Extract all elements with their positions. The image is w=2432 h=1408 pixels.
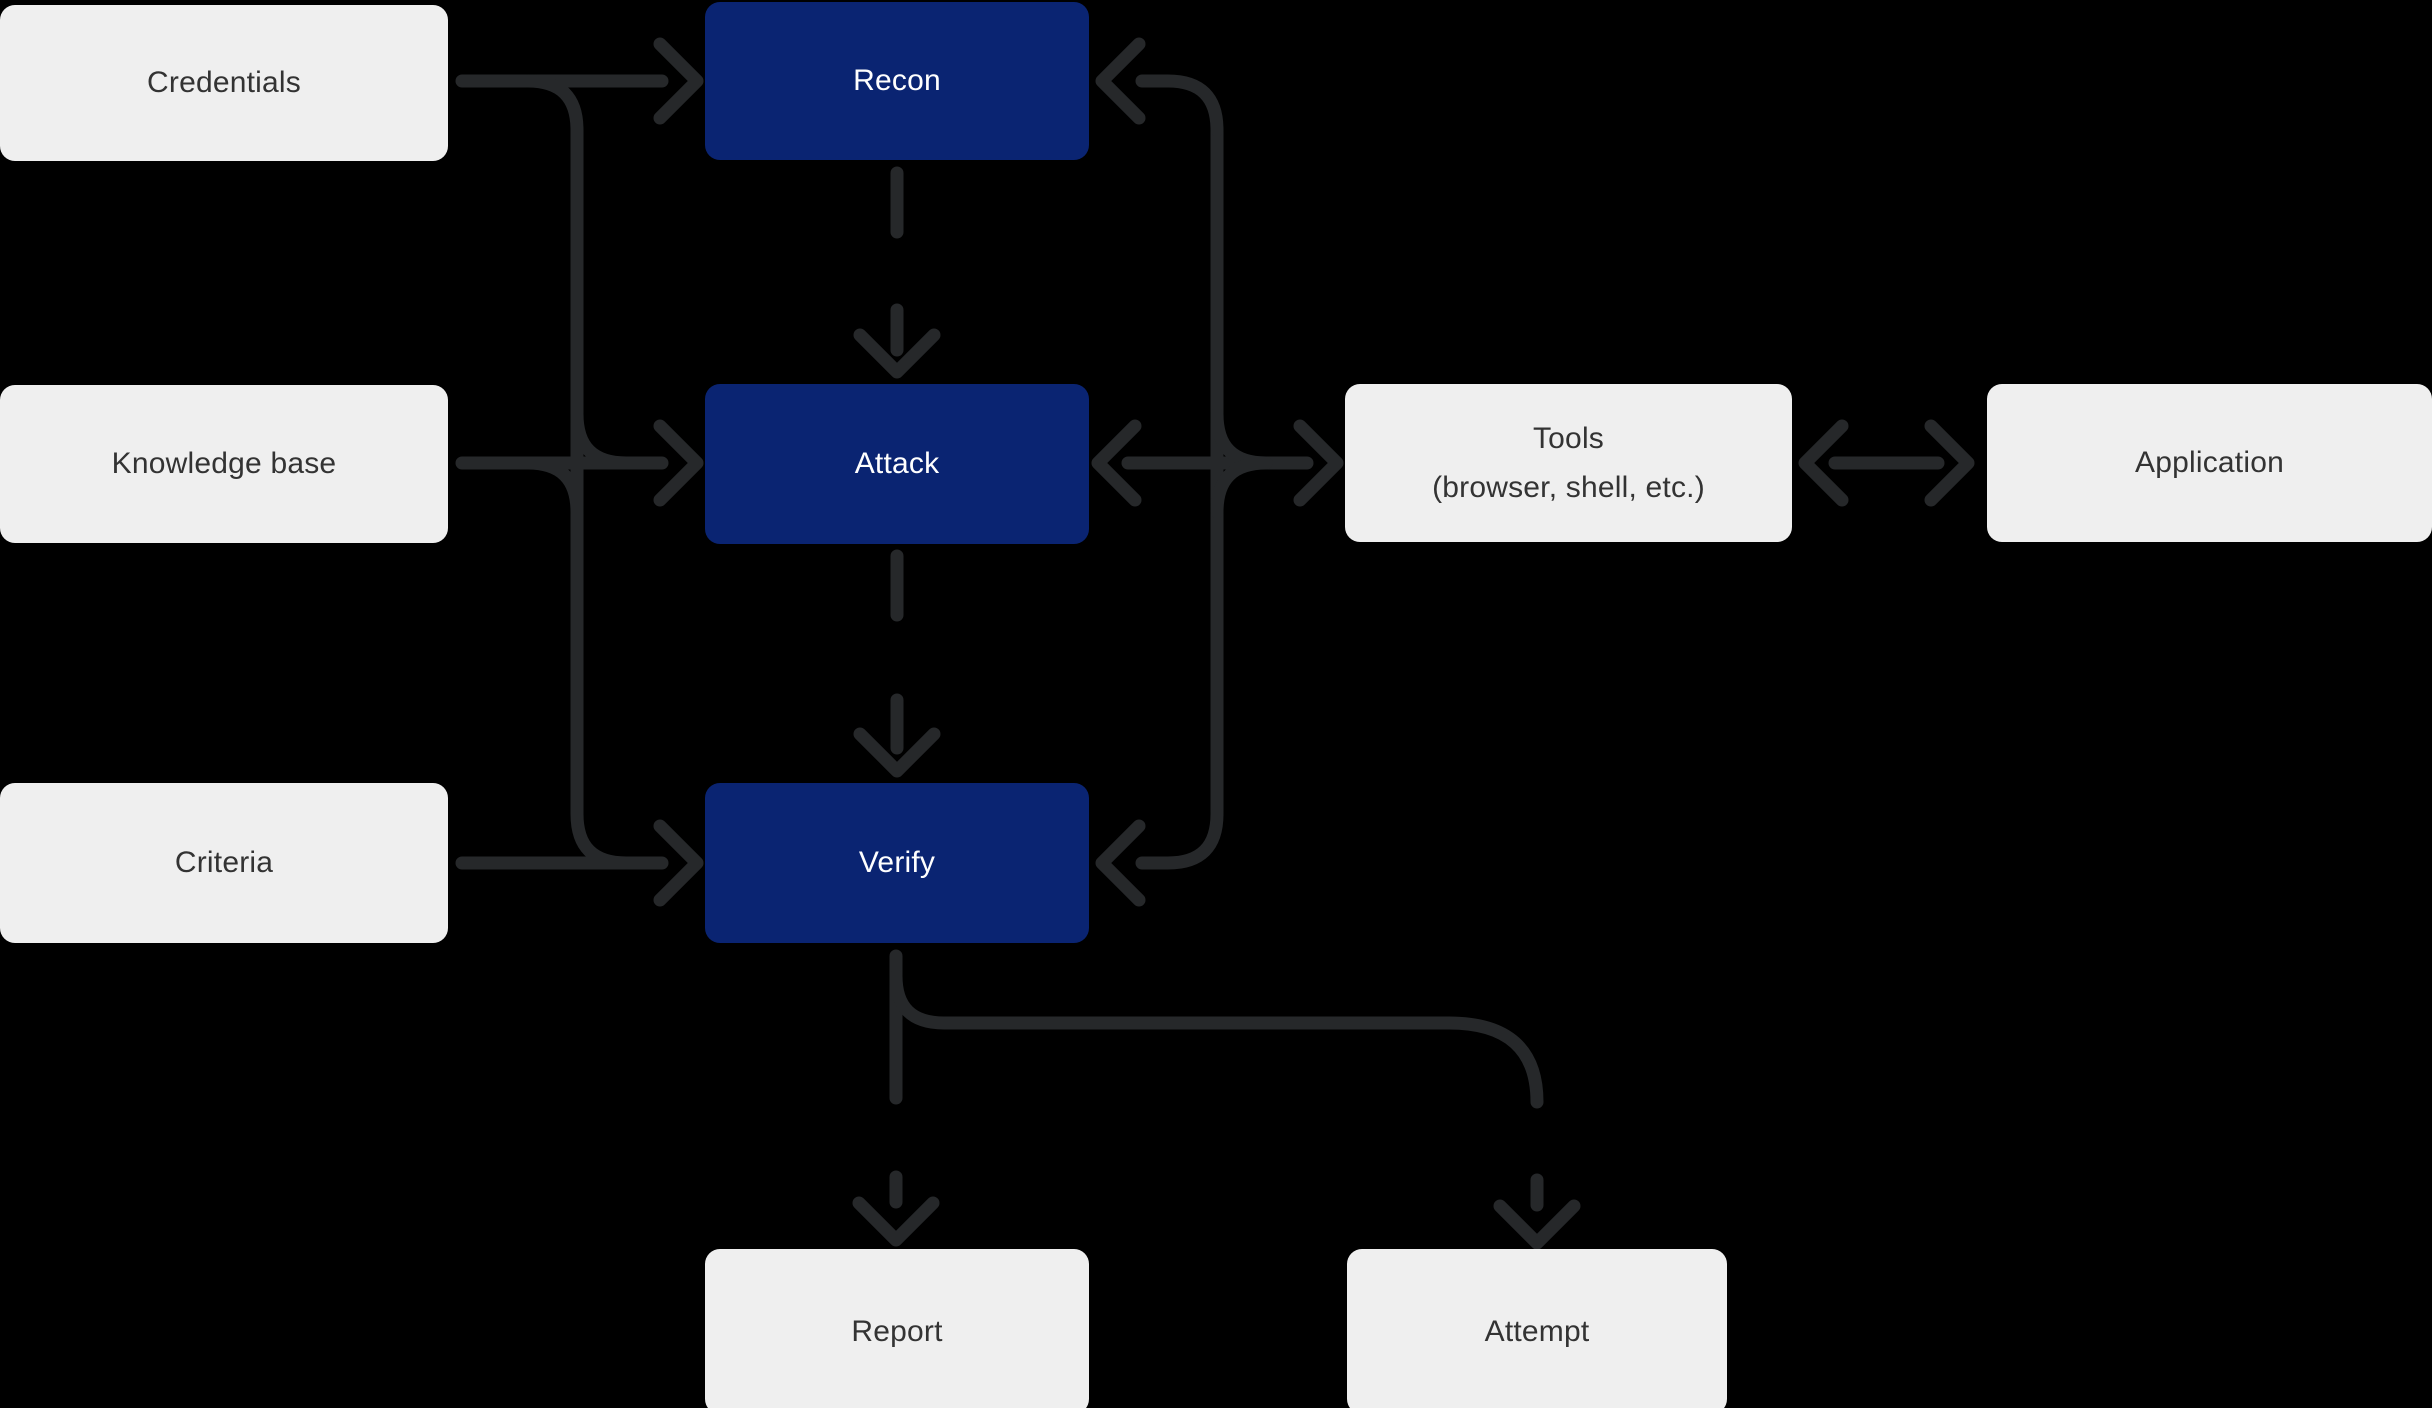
- node-tools-label: Tools: [1532, 421, 1605, 455]
- node-recon: Recon: [705, 2, 1089, 160]
- node-credentials: Credentials: [0, 5, 448, 161]
- arrowhead-icon: [1095, 37, 1146, 125]
- node-application-label: Application: [2135, 446, 2284, 480]
- arrowhead-icon: [1798, 419, 1849, 507]
- arrowhead-icon: [853, 727, 941, 778]
- edge-credentials-to-recon: [455, 37, 704, 125]
- node-attack: Attack: [705, 384, 1089, 544]
- edge-left-trunk: [521, 74, 633, 870]
- edge-feedback-trunk: [1095, 37, 1273, 907]
- edge-criteria-to-verify: [455, 819, 704, 907]
- edge-tools-application-bidirectional: [1798, 419, 1975, 507]
- edge-verify-to-attempt: [889, 969, 1581, 1250]
- node-attack-label: Attack: [854, 447, 940, 481]
- node-verify: Verify: [705, 783, 1089, 943]
- arrowhead-icon: [653, 819, 704, 907]
- arrowhead-icon: [653, 37, 704, 125]
- node-attempt-label: Attempt: [1484, 1314, 1590, 1348]
- arrowhead-icon: [1924, 419, 1975, 507]
- node-knowledge-base-label: Knowledge base: [111, 447, 337, 481]
- edge-recon-to-attack: [853, 166, 941, 379]
- node-recon-label: Recon: [853, 64, 941, 98]
- edge-attack-tools-bidirectional: [1091, 419, 1344, 507]
- node-tools-sublabel: (browser, shell, etc.): [1432, 471, 1705, 504]
- edge-verify-to-report: [852, 949, 940, 1247]
- node-tools: Tools (browser, shell, etc.): [1345, 384, 1792, 542]
- node-application: Application: [1987, 384, 2432, 542]
- node-criteria-label: Criteria: [174, 846, 274, 880]
- node-knowledge-base: Knowledge base: [0, 385, 448, 543]
- node-attempt: Attempt: [1347, 1249, 1727, 1408]
- edge-knowledge-base-to-attack: [455, 419, 704, 507]
- arrowhead-icon: [852, 1196, 940, 1247]
- arrowhead-icon: [853, 328, 941, 379]
- arrowhead-icon: [653, 419, 704, 507]
- edge-attack-to-verify: [853, 549, 941, 778]
- node-credentials-label: Credentials: [147, 66, 301, 100]
- node-criteria: Criteria: [0, 783, 448, 943]
- node-report: Report: [705, 1249, 1089, 1408]
- node-report-label: Report: [851, 1314, 943, 1348]
- arrowhead-icon: [1095, 819, 1146, 907]
- arrowhead-icon: [1493, 1199, 1581, 1250]
- arrowhead-icon: [1091, 419, 1142, 507]
- node-verify-label: Verify: [858, 846, 936, 880]
- arrowhead-icon: [1293, 419, 1344, 507]
